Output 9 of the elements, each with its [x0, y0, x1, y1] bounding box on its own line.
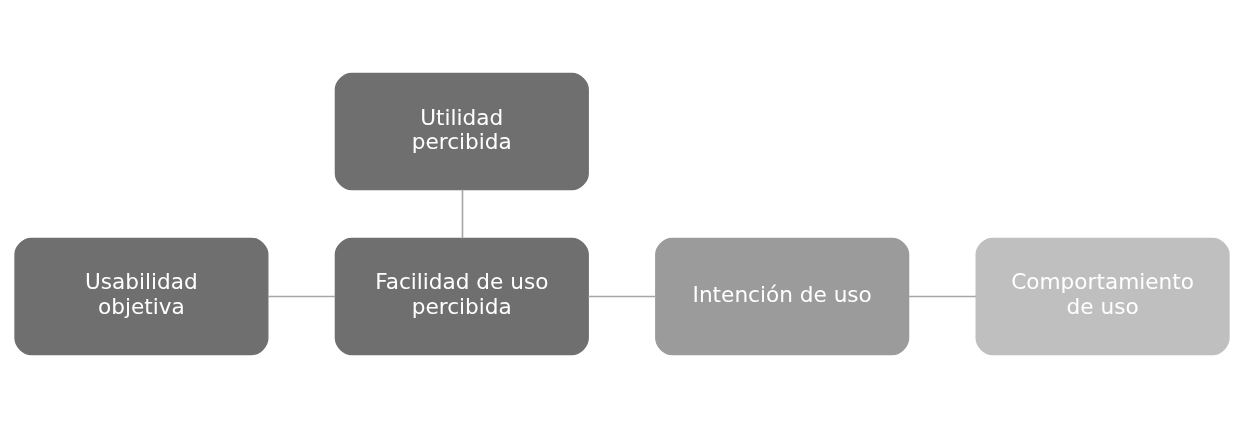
node-box: Comportamiento de uso [975, 237, 1230, 355]
connector [908, 295, 977, 297]
connector [461, 188, 464, 239]
node-box: Facilidad de uso percibida [334, 237, 589, 355]
node-box: Usabilidad objetiva [14, 237, 269, 355]
node-box: Utilidad percibida [334, 72, 589, 190]
node-box: Intención de uso [655, 237, 910, 355]
connector [587, 295, 657, 297]
connector [267, 295, 336, 297]
